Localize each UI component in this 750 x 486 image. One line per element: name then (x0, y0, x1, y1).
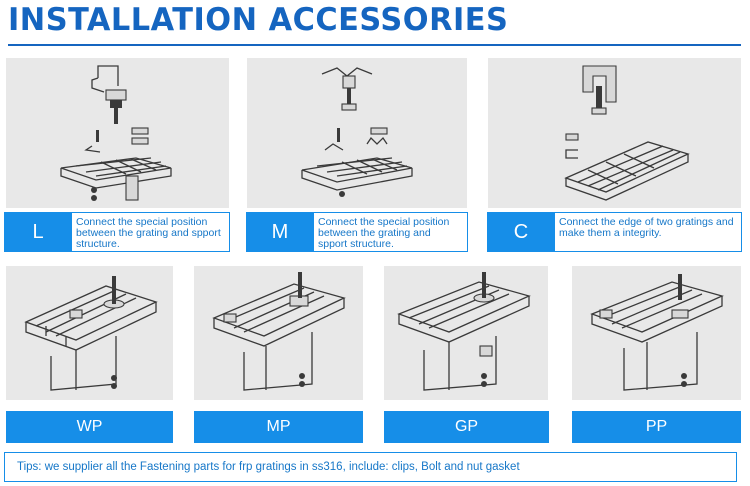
clip-m-description: Connect the special position between the… (314, 212, 468, 252)
clip-mp-code: MP (266, 418, 291, 435)
clip-c-code: C (513, 220, 529, 243)
clip-pp-illustration (572, 266, 741, 400)
title-underline (8, 44, 741, 46)
clip-l-illustration (6, 58, 229, 208)
clip-gp-bar: GP (384, 411, 549, 443)
clip-mp-bar: MP (194, 411, 363, 443)
clip-c-illustration (488, 58, 741, 208)
clip-m-code: M (271, 220, 289, 243)
tips-text: Tips: we supplier all the Fastening part… (17, 461, 520, 473)
clip-wp-bar: WP (6, 411, 173, 443)
clip-gp-illustration (384, 266, 548, 400)
clip-wp-illustration (6, 266, 173, 400)
tips-box: Tips: we supplier all the Fastening part… (4, 452, 737, 482)
clip-m-illustration (247, 58, 467, 208)
clip-mp-illustration (194, 266, 363, 400)
clip-l-code: L (32, 220, 44, 243)
page-title: INSTALLATION ACCESSORIES (8, 2, 509, 38)
clip-l-description: Connect the special position between the… (72, 212, 230, 252)
clip-gp-code: GP (454, 418, 479, 435)
clip-c-bar: C Connect the edge of two gratings and m… (487, 212, 742, 252)
clip-m-bar: M Connect the special position between t… (246, 212, 468, 252)
clip-pp-bar: PP (572, 411, 741, 443)
clip-l-bar: L Connect the special position between t… (4, 212, 230, 252)
clip-pp-code: PP (645, 418, 668, 435)
clip-wp-code: WP (76, 418, 103, 435)
clip-c-description: Connect the edge of two gratings and mak… (555, 212, 742, 252)
